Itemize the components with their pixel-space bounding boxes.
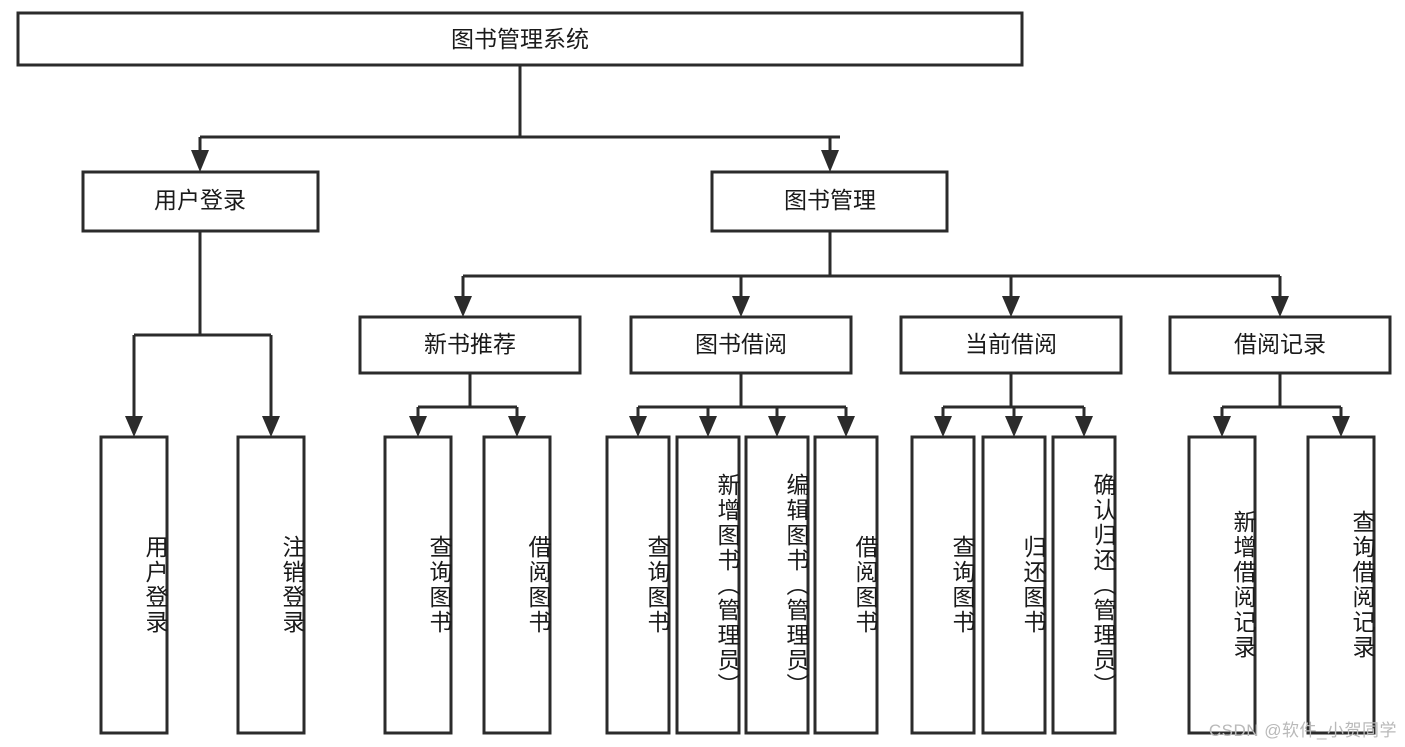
leaf-box-borrow-book-newbook[interactable] (482, 435, 552, 735)
node-current-borrow-box[interactable] (899, 315, 1123, 375)
arrow-current-to-leaf2 (1005, 416, 1023, 437)
node-user-login[interactable]: 用户登录 (81, 170, 320, 233)
arrow-root-to-book-mgmt (821, 150, 839, 172)
arrow-borrow-to-leaf3 (768, 416, 786, 437)
csdn-watermark: CSDN @软件_小贺同学 (1208, 721, 1397, 740)
node-book-borrow[interactable]: 图书借阅 (629, 315, 853, 375)
arrow-root-to-user-login (191, 150, 209, 172)
arrow-current-to-leaf1 (934, 416, 952, 437)
leaf-box-confirm-return-admin[interactable] (1051, 435, 1117, 735)
leaf-box-add-book-admin[interactable] (675, 435, 741, 735)
edge-group-root (191, 65, 840, 172)
arrow-borrow-to-leaf2 (699, 416, 717, 437)
node-root[interactable]: 图书管理系统 (16, 11, 1024, 67)
arrow-records-to-leaf2 (1332, 416, 1350, 437)
arrow-user-login-to-leaf1 (125, 416, 143, 437)
node-user-login-label: 用户登录 (154, 187, 246, 213)
arrow-newbook-to-leaf2 (508, 416, 526, 437)
node-book-borrow-label: 图书借阅 (695, 331, 787, 357)
arrow-user-login-to-leaf2 (262, 416, 280, 437)
node-book-management[interactable]: 图书管理 (710, 170, 949, 233)
node-book-management-label: 图书管理 (784, 187, 876, 213)
leaf-box-return-book[interactable] (981, 435, 1047, 735)
edge-group-user-login (125, 231, 280, 437)
leaf-box-query-book-current[interactable] (910, 435, 976, 735)
edge-group-records (1213, 373, 1350, 437)
node-current-borrow[interactable]: 当前借阅 (899, 315, 1123, 375)
node-user-login-box[interactable] (81, 170, 320, 233)
arrow-book-mgmt-to-records (1271, 296, 1289, 317)
node-new-book-recommend[interactable]: 新书推荐 (358, 315, 582, 375)
node-book-management-box[interactable] (710, 170, 949, 233)
arrow-records-to-leaf1 (1213, 416, 1231, 437)
node-borrow-records[interactable]: 借阅记录 (1168, 315, 1392, 375)
arrow-newbook-to-leaf1 (409, 416, 427, 437)
edge-group-newbook (409, 373, 526, 437)
node-borrow-records-box[interactable] (1168, 315, 1392, 375)
node-new-book-recommend-label: 新书推荐 (424, 331, 516, 357)
leaf-box-edit-book-admin[interactable] (744, 435, 810, 735)
leaf-box-borrow-book[interactable] (813, 435, 879, 735)
edge-group-borrow (629, 373, 855, 437)
edge-group-current (934, 373, 1093, 437)
node-root-label: 图书管理系统 (451, 26, 589, 52)
arrow-book-mgmt-to-borrow (732, 296, 750, 317)
node-root-box[interactable] (16, 11, 1024, 67)
leaf-box-user-login[interactable] (99, 435, 169, 735)
arrow-current-to-leaf3 (1075, 416, 1093, 437)
leaf-box-query-book-newbook[interactable] (383, 435, 453, 735)
node-new-book-recommend-box[interactable] (358, 315, 582, 375)
leaf-box-query-book-borrow[interactable] (605, 435, 671, 735)
leaf-box-query-borrow-record[interactable] (1306, 435, 1376, 735)
leaf-box-logout[interactable] (236, 435, 306, 735)
leaf-box-add-borrow-record[interactable] (1187, 435, 1257, 735)
arrow-book-mgmt-to-newbook (454, 296, 472, 317)
arrow-book-mgmt-to-current (1002, 296, 1020, 317)
arrow-borrow-to-leaf1 (629, 416, 647, 437)
edge-group-book-mgmt (454, 231, 1289, 317)
node-current-borrow-label: 当前借阅 (965, 331, 1057, 357)
node-book-borrow-box[interactable] (629, 315, 853, 375)
arrow-borrow-to-leaf4 (837, 416, 855, 437)
node-borrow-records-label: 借阅记录 (1234, 331, 1326, 357)
